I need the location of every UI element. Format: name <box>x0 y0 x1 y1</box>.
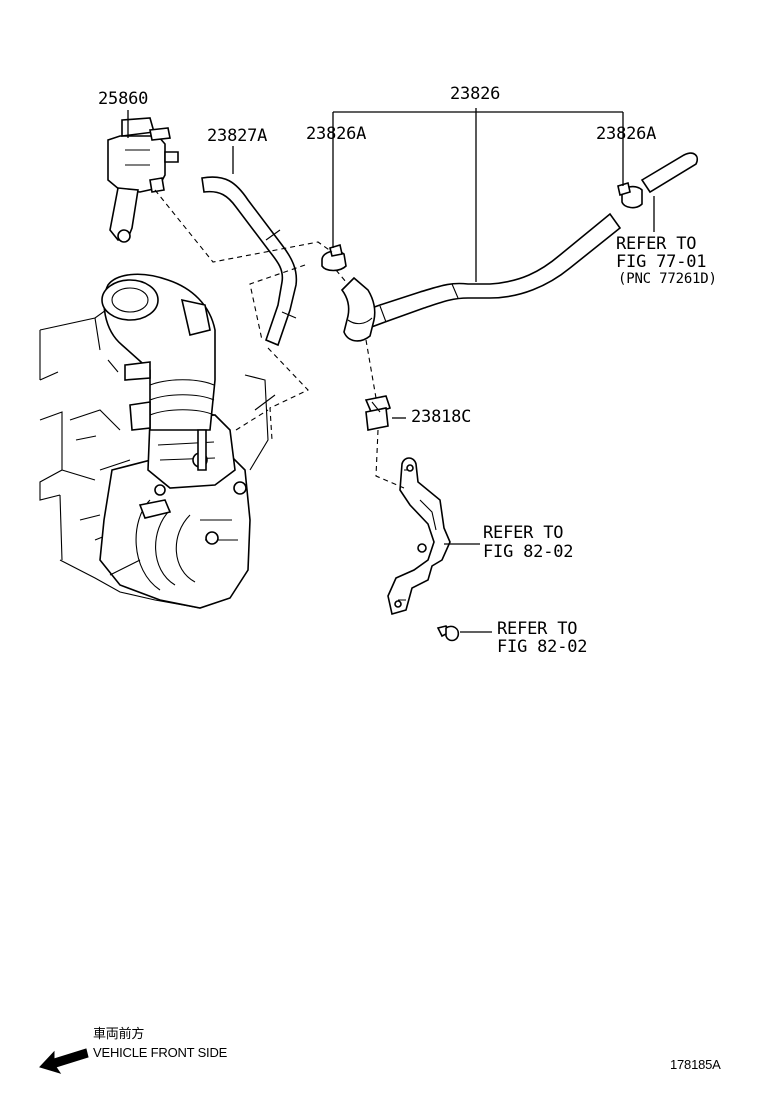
hose-23827a <box>201 176 298 347</box>
clamp-23826a-right <box>617 181 643 209</box>
ref-82-02-bolt-line2: FIG 82-02 <box>497 637 588 657</box>
ref-77-01-line3: (PNC 77261D) <box>618 271 717 287</box>
leader-lines <box>127 108 655 633</box>
ref-82-02-bracket-line1: REFER TO <box>483 523 564 543</box>
callout-23827a: 23827A <box>207 126 268 146</box>
figure-id: 178185A <box>670 1057 721 1072</box>
ref-82-02-bolt-line1: REFER TO <box>497 619 578 639</box>
callout-23826a-right: 23826A <box>596 124 657 144</box>
callout-23826a-left: 23826A <box>306 124 367 144</box>
clip-23818c <box>364 395 392 431</box>
ref-82-02-bracket-line2: FIG 82-02 <box>483 542 574 562</box>
bracket <box>387 457 451 616</box>
engine-block-drawing <box>39 273 276 609</box>
callout-23818c: 23818C <box>411 407 472 427</box>
hose-stub-right <box>640 152 699 194</box>
vacuum-switching-valve-25860 <box>107 117 179 243</box>
clamp-23826a-left <box>321 243 347 272</box>
ref-77-01-line1: REFER TO <box>616 234 697 254</box>
vehicle-front-side-label: VEHICLE FRONT SIDE <box>93 1045 228 1060</box>
callout-25860: 25860 <box>98 89 149 109</box>
bolt <box>436 625 460 642</box>
hose-23826 <box>340 212 622 342</box>
ref-77-01-line2: FIG 77-01 <box>616 252 707 272</box>
vehicle-front-arrow-icon <box>39 1048 89 1074</box>
callout-23826: 23826 <box>450 84 501 104</box>
dashed-routing-lines <box>154 189 405 489</box>
vehicle-front-japanese: 車両前方 <box>93 1026 145 1041</box>
